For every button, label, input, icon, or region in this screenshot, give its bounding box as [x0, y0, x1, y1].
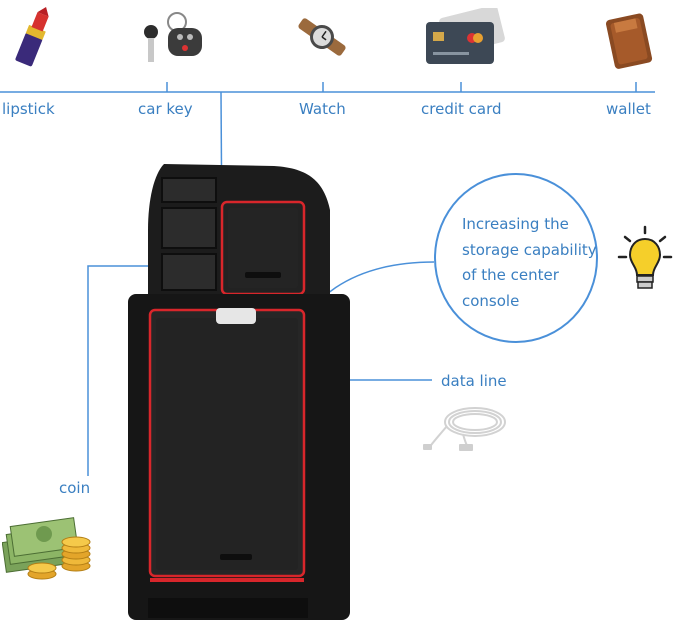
lipstick-label: lipstick — [2, 100, 55, 118]
data-cable-icon — [423, 394, 515, 459]
data-line-label: data line — [441, 372, 507, 390]
wallet-label: wallet — [606, 100, 651, 118]
credit-card-icon — [424, 5, 506, 71]
lipstick-icon — [13, 4, 57, 75]
console-tray-image — [124, 160, 356, 627]
storage-callout-text: Increasing the storage capability of the… — [462, 212, 622, 314]
callout-line-4: console — [462, 291, 520, 310]
lightbulb-icon — [617, 225, 673, 300]
credit-card-label: credit card — [421, 100, 502, 118]
watch-label: Watch — [299, 100, 346, 118]
car-key-label: car key — [138, 100, 193, 118]
car-key-icon — [136, 10, 206, 73]
storage-callout-bubble — [434, 173, 598, 343]
callout-line-1: Increasing the — [462, 215, 569, 233]
callout-line-3: of the center — [462, 266, 559, 284]
watch-icon — [293, 12, 351, 67]
money-coins-icon — [1, 508, 100, 589]
wallet-icon — [604, 10, 656, 77]
coin-label: coin — [59, 479, 91, 497]
callout-line-2: storage capability — [462, 240, 597, 259]
coin-line — [87, 265, 158, 476]
